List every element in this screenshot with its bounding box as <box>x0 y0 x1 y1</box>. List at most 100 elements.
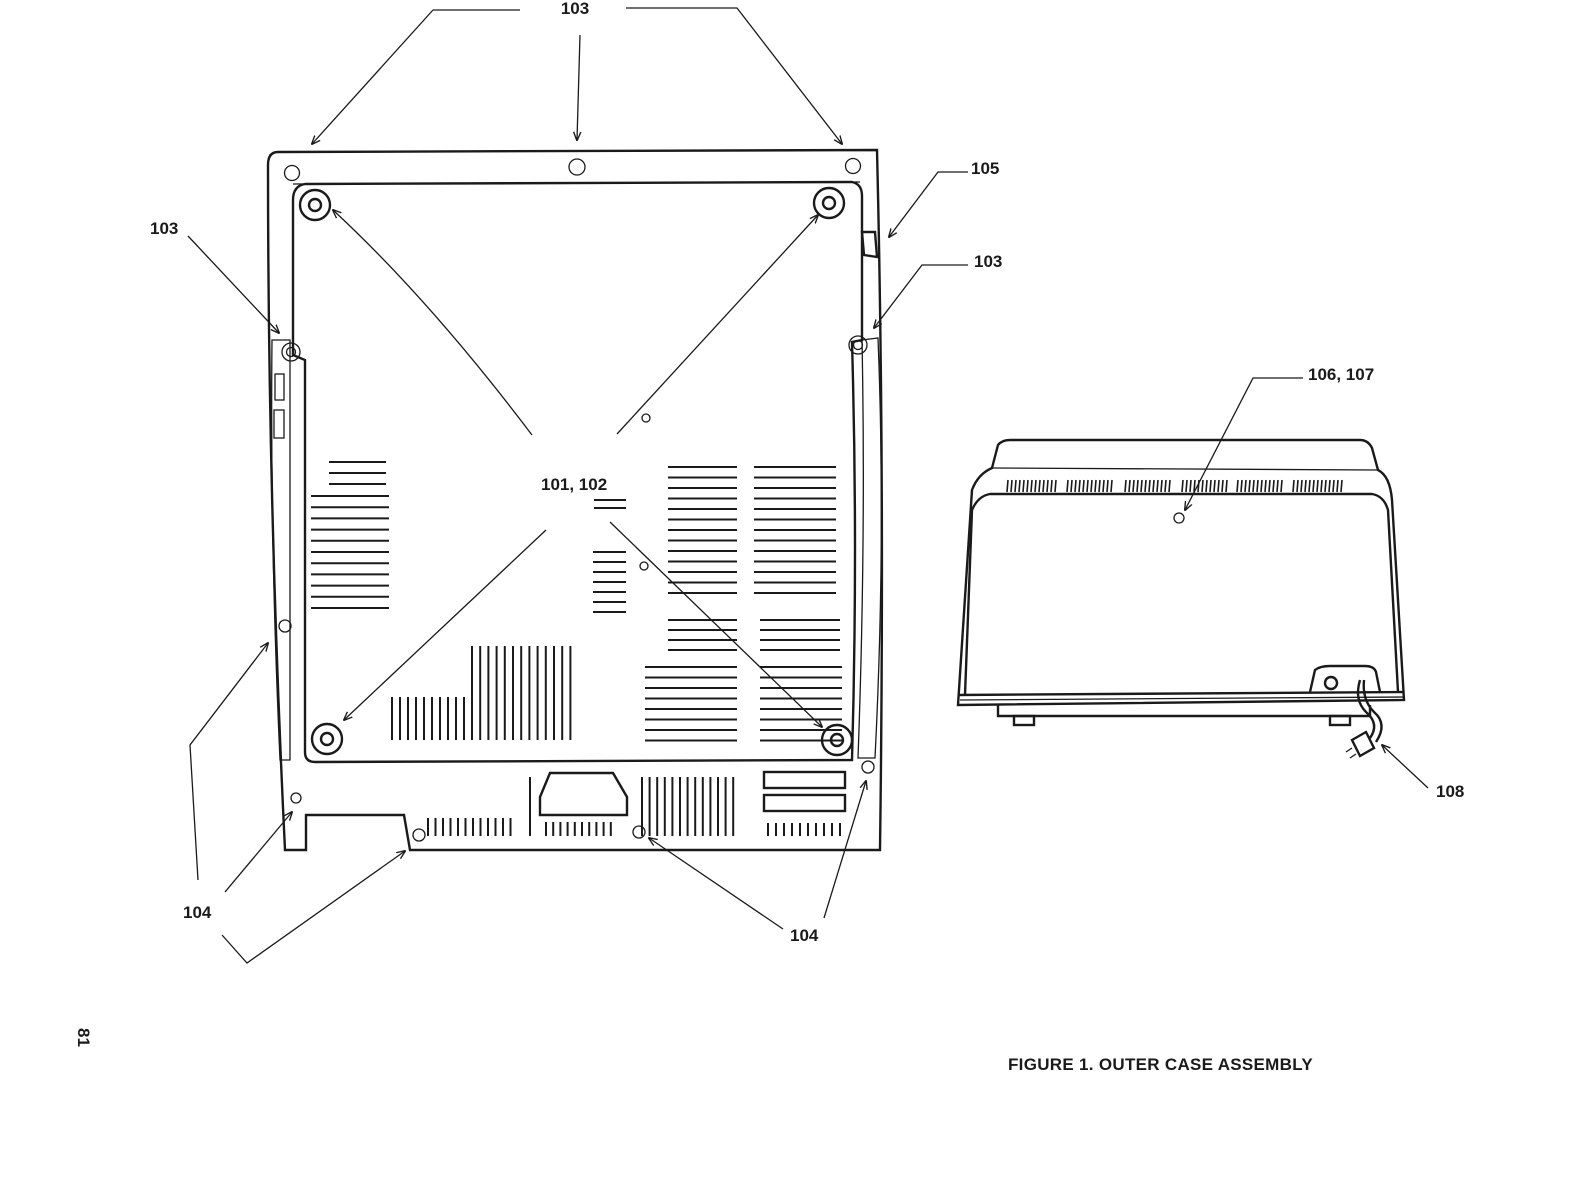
rubber-foot <box>300 190 330 220</box>
small-hole <box>642 414 650 422</box>
small-hole <box>640 562 648 570</box>
cover-vent-slot <box>1091 480 1092 492</box>
callout-103-top: 103 <box>561 0 589 18</box>
cover-vent-slot <box>1083 480 1084 492</box>
cover-vent-slot <box>1149 480 1150 492</box>
cover-vent-slot <box>1103 480 1104 492</box>
side-connector <box>274 410 284 438</box>
mount-hole <box>569 159 585 175</box>
top-cover <box>958 440 1404 758</box>
cover-screw-hole <box>1174 513 1184 523</box>
cover-vent-slot <box>1210 480 1211 492</box>
cover-vent-slot <box>1031 480 1032 492</box>
cover-vent-slot <box>1125 480 1126 492</box>
cover-vent-slot <box>1321 480 1322 492</box>
cover-vent-slot <box>1075 480 1076 492</box>
cover-vent-slot <box>1226 480 1227 492</box>
cover-vent-slot <box>1111 480 1112 492</box>
cover-vent-slot <box>1329 480 1330 492</box>
cover-vent-slot <box>1047 480 1048 492</box>
cover-vent-slot <box>1099 480 1100 492</box>
cover-vent-slot <box>1249 480 1250 492</box>
cover-vent-slot <box>1071 480 1072 492</box>
cover-vent-slot <box>1039 480 1040 492</box>
mount-hole <box>279 620 291 632</box>
cover-vent-slot <box>1079 480 1080 492</box>
cover-vent-slot <box>1269 480 1270 492</box>
cover-vent-slot <box>1293 480 1294 492</box>
cover-vent-slot <box>1007 480 1008 492</box>
cover-vent-slot <box>1015 480 1016 492</box>
cover-vent-slot <box>1067 480 1068 492</box>
side-connector <box>275 374 284 400</box>
callout-105: 105 <box>971 159 999 178</box>
callout-103-right: 103 <box>974 252 1002 271</box>
cover-vent-slot <box>1153 480 1154 492</box>
mount-hole <box>846 159 861 174</box>
cover-vent-slot <box>1095 480 1096 492</box>
cover-vent-slot <box>1055 480 1056 492</box>
cover-vent-slot <box>1277 480 1278 492</box>
cover-vent-slot <box>1241 480 1242 492</box>
cord-bracket <box>1310 666 1380 692</box>
cover-vent-slot <box>1186 480 1187 492</box>
cover-vent-slot <box>1087 480 1088 492</box>
cover-vent-slot <box>1182 480 1183 492</box>
cover-vent-slot <box>1035 480 1036 492</box>
page-number: 81 <box>74 1028 93 1047</box>
cover-vent-slot <box>1161 480 1162 492</box>
port-slot <box>764 772 845 788</box>
cover-foot <box>1014 716 1034 725</box>
cover-vent-slot <box>1317 480 1318 492</box>
cover-vent-slot <box>1206 480 1207 492</box>
cover-vent-slot <box>1043 480 1044 492</box>
cover-vent-slot <box>1165 480 1166 492</box>
rubber-foot <box>312 724 342 754</box>
cover-vent-slot <box>1273 480 1274 492</box>
right-side-channel <box>858 338 881 758</box>
cover-vent-slot <box>1027 480 1028 492</box>
callout-104-left: 104 <box>183 903 212 922</box>
cover-vent-slot <box>1222 480 1223 492</box>
connector-cutout <box>540 773 627 815</box>
cover-vent-slot <box>1137 480 1138 492</box>
cover-vent-slot <box>1253 480 1254 492</box>
figure-caption: FIGURE 1. OUTER CASE ASSEMBLY <box>1008 1055 1313 1074</box>
cover-vent-slot <box>1202 480 1203 492</box>
cover-vent-slot <box>1214 480 1215 492</box>
cover-vent-slot <box>1297 480 1298 492</box>
cover-vent-slot <box>1019 480 1020 492</box>
mount-hole <box>285 166 300 181</box>
cover-vent-slot <box>1169 480 1170 492</box>
cover-vent-slot <box>1051 480 1052 492</box>
cover-vent-slot <box>1309 480 1310 492</box>
callout-108: 108 <box>1436 782 1464 801</box>
cover-vent-slot <box>1341 480 1342 492</box>
cover-vent-slot <box>1023 480 1024 492</box>
cover-vent-slot <box>1133 480 1134 492</box>
cover-vent-slot <box>1157 480 1158 492</box>
power-switch <box>862 232 877 257</box>
cover-vents <box>1007 480 1342 492</box>
callout-labels: 103 103 103 105 101, 102 106, 107 108 10… <box>74 0 1464 1074</box>
vent-slots <box>311 462 842 836</box>
callout-103-left: 103 <box>150 219 178 238</box>
cover-foot <box>1330 716 1350 725</box>
callout-106-107: 106, 107 <box>1308 365 1374 384</box>
cover-vent-slot <box>1301 480 1302 492</box>
cover-vent-slot <box>1218 480 1219 492</box>
cover-vent-slot <box>1257 480 1258 492</box>
rubber-foot <box>814 188 844 218</box>
cover-vent-slot <box>1141 480 1142 492</box>
base-plate <box>268 150 882 850</box>
callout-101-102: 101, 102 <box>541 475 607 494</box>
cover-vent-slot <box>1107 480 1108 492</box>
cover-vent-slot <box>1190 480 1191 492</box>
cover-vent-slot <box>1261 480 1262 492</box>
cover-vent-slot <box>1129 480 1130 492</box>
cover-vent-slot <box>1245 480 1246 492</box>
cover-vent-slot <box>1011 480 1012 492</box>
cover-vent-slot <box>1333 480 1334 492</box>
